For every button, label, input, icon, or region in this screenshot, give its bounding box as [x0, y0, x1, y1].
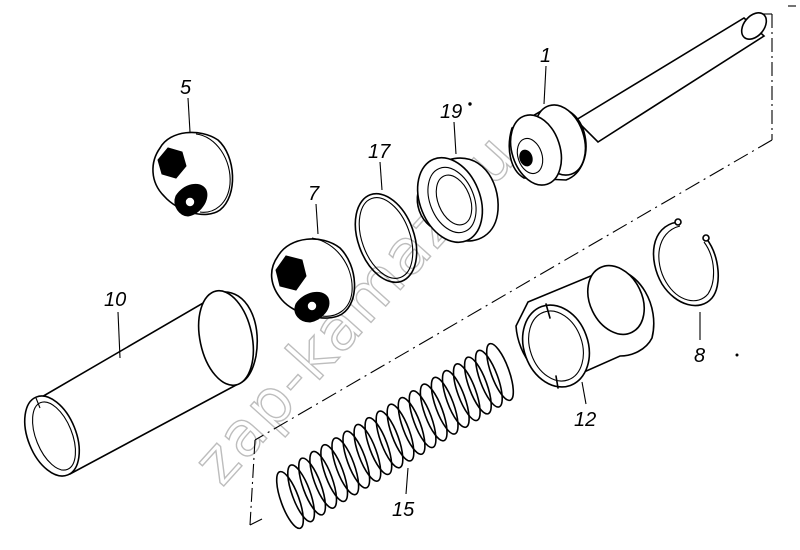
callout-5: 5	[180, 77, 192, 99]
callout-19: 19	[440, 101, 462, 123]
spring-coil	[419, 383, 448, 442]
spring-coil	[485, 342, 515, 402]
spring-coil	[287, 464, 316, 523]
spring-coil	[386, 403, 415, 462]
stray-marks	[468, 5, 796, 357]
part-17-o-ring	[354, 192, 418, 284]
callout-7: 7	[308, 183, 320, 205]
callout-12: 12	[574, 409, 596, 431]
part-15-spring	[275, 342, 515, 530]
spring-coil	[430, 376, 459, 435]
part-5-nut	[152, 131, 234, 217]
callout-leaders	[117, 65, 701, 495]
spring-coil	[309, 450, 338, 509]
callout-15: 15	[392, 499, 415, 521]
assembly-axis-lines	[249, 13, 773, 526]
part-12-bushing	[515, 264, 655, 389]
callout-10: 10	[104, 289, 126, 311]
spring-coil	[408, 390, 437, 449]
callout-17: 17	[368, 141, 391, 163]
spring-coil	[298, 457, 327, 516]
part-10-sleeve	[23, 289, 258, 477]
spring-coil	[463, 356, 492, 415]
spring-coil	[342, 430, 371, 489]
spring-coil	[353, 423, 382, 482]
callout-1: 1	[540, 45, 551, 67]
callout-labels: 1 5 7 17 19 10 8 12 15	[104, 45, 705, 521]
spring-coil	[364, 416, 393, 476]
part-8-retaining-ring	[652, 218, 720, 307]
spring-coil	[452, 363, 481, 422]
callout-8: 8	[694, 345, 705, 367]
spring-coil	[331, 437, 360, 496]
spring-coil	[275, 470, 305, 530]
part-19-seal	[416, 156, 499, 244]
spring-coil	[441, 369, 470, 429]
spring-coil	[397, 396, 426, 456]
spring-coil	[320, 443, 349, 503]
part-7-nut	[270, 237, 356, 323]
spring-coil	[375, 410, 404, 469]
part-1-shaft	[508, 12, 768, 186]
spring-coil	[474, 349, 503, 408]
